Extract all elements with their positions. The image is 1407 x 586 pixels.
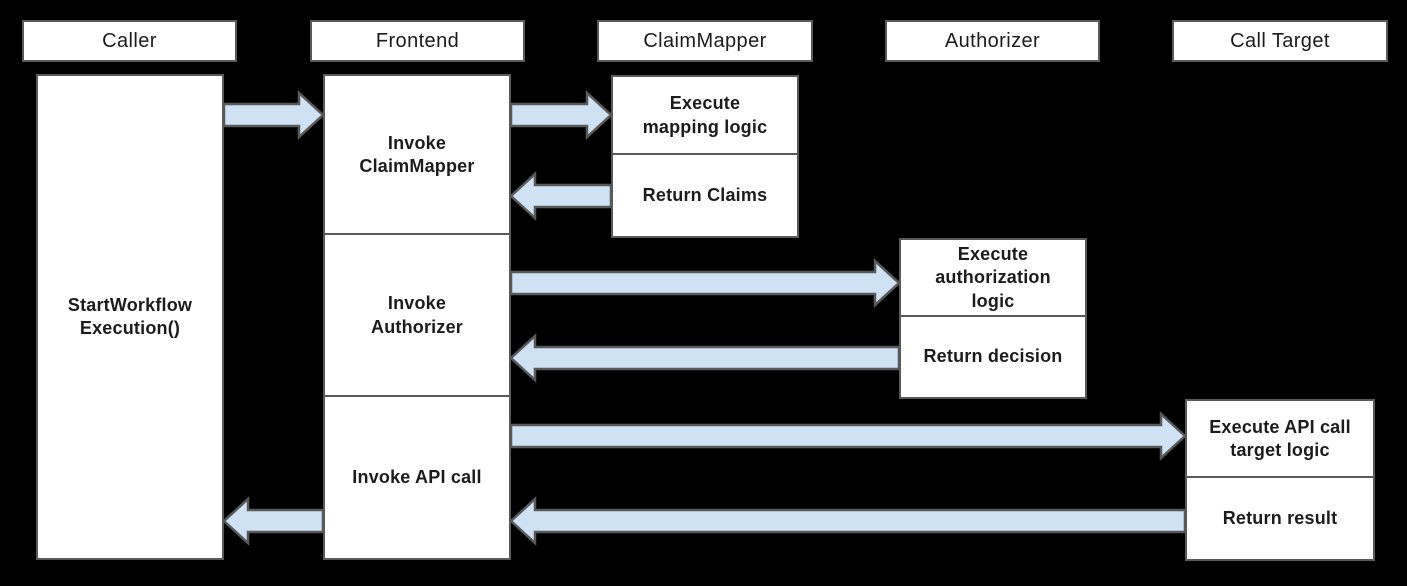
activation-start-workflow-execution: StartWorkflow Execution() — [36, 74, 224, 560]
step-execute-api-call-target-logic: Execute API call target logic — [1185, 399, 1375, 479]
actor-header-frontend: Frontend — [310, 20, 525, 62]
arrow-frontend-to-call-target — [509, 411, 1187, 461]
actor-header-caller: Caller — [22, 20, 237, 62]
activation-invoke-api-call: Invoke API call — [323, 395, 511, 560]
actor-header-authorizer: Authorizer — [885, 20, 1100, 62]
arrow-authorizer-return-decision — [509, 333, 901, 383]
actor-header-call-target: Call Target — [1172, 20, 1388, 62]
arrow-call-target-return-result — [509, 496, 1187, 546]
activation-invoke-claim-mapper: Invoke ClaimMapper — [323, 74, 511, 236]
arrow-frontend-to-claimmapper — [509, 90, 613, 140]
step-return-decision: Return decision — [899, 315, 1087, 399]
arrow-frontend-to-authorizer — [509, 258, 901, 308]
actor-header-claimmapper: ClaimMapper — [597, 20, 813, 62]
activation-invoke-authorizer: Invoke Authorizer — [323, 233, 511, 398]
step-execute-mapping-logic: Execute mapping logic — [611, 75, 799, 156]
step-return-result: Return result — [1185, 476, 1375, 561]
step-execute-authorization-logic: Execute authorization logic — [899, 238, 1087, 318]
arrow-frontend-return-to-caller — [222, 496, 325, 546]
step-return-claims: Return Claims — [611, 153, 799, 238]
arrow-claimmapper-return-claims — [509, 171, 613, 221]
arrow-caller-to-frontend — [222, 90, 325, 140]
